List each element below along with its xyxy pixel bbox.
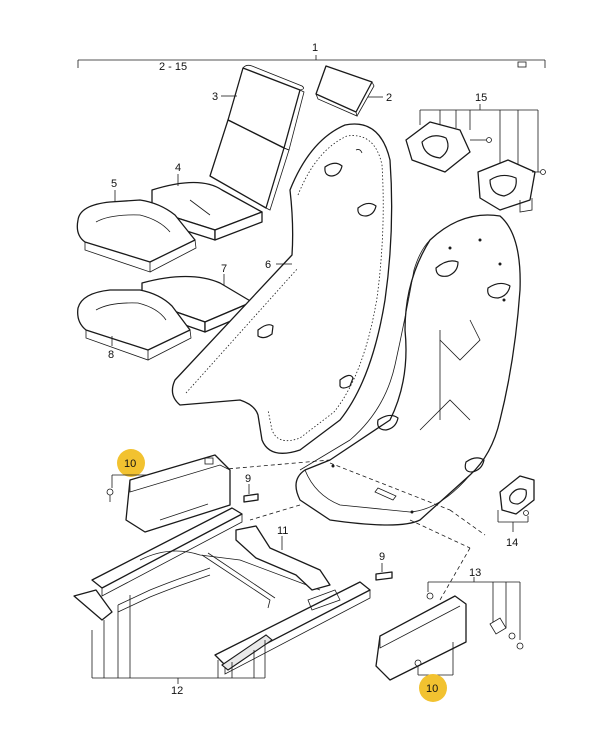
part-13-bracket: [375, 577, 524, 681]
part-2-pad: [315, 65, 375, 117]
part-8-cushion: [77, 289, 192, 361]
callout-9-upper: 9: [245, 473, 251, 485]
part-11-crossbar: [235, 525, 331, 591]
callout-10-right: 10: [426, 683, 438, 695]
callout-11: 11: [277, 525, 288, 537]
callout-13: 13: [469, 567, 481, 579]
callout-3: 3: [212, 91, 218, 103]
part-15-brackets: [405, 104, 546, 213]
callout-4: 4: [175, 162, 181, 174]
callout-5: 5: [111, 178, 117, 190]
part-9-clip-upper: [243, 484, 259, 503]
callout-8: 8: [108, 349, 114, 361]
callout-6: 6: [265, 259, 271, 271]
callout-12: 12: [171, 685, 183, 697]
alignment-lines: [214, 459, 486, 601]
callout-7: 7: [221, 263, 227, 275]
seat-shell: [295, 214, 521, 526]
highlight-10-right: [419, 674, 447, 702]
callout-9-lower: 9: [379, 551, 385, 563]
part-6-seat-cover: [171, 123, 393, 454]
part-3-back-cushion: [209, 64, 305, 211]
callout-2: 2: [386, 92, 392, 104]
part-10-bracket-right: [414, 642, 454, 702]
part-9-clip-lower: [375, 563, 393, 581]
part-5-cushion: [76, 199, 197, 273]
highlight-10-left: [117, 449, 145, 477]
part-14-ring: [497, 475, 535, 532]
callout-1: 1: [312, 42, 318, 54]
callout-10-left: 10: [124, 458, 136, 470]
callout-15: 15: [475, 92, 487, 104]
callout-14: 14: [506, 537, 518, 549]
part-10-bracket-left: [106, 449, 231, 533]
part-12-rails: [73, 507, 371, 684]
bracket-1: [77, 55, 546, 68]
callout-2-15: 2 - 15: [159, 61, 187, 73]
